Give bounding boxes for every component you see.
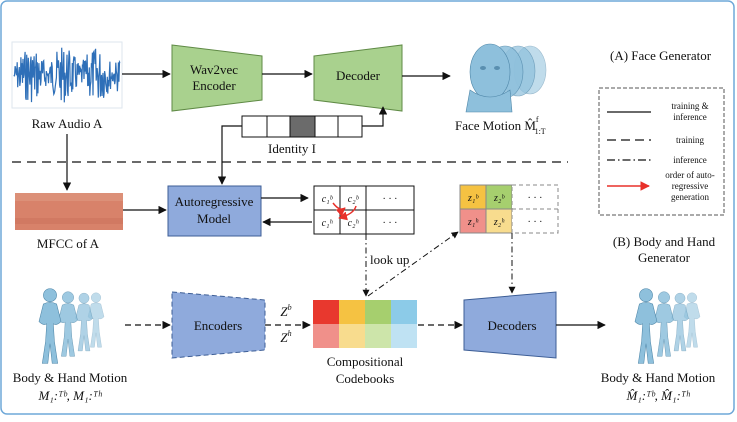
input-motion-label-line2: M₁:ᵀᵇ, M₁:ᵀʰ [37, 388, 102, 403]
z-ellipsis-bottom: · · · [528, 217, 543, 228]
raw-audio-waveform [11, 41, 123, 109]
code-z1h: z₁ʰ [467, 217, 479, 228]
mfcc-feature [15, 193, 123, 230]
mfcc-label: MFCC of A [37, 236, 100, 251]
code-z1b: z₁ᵇ [467, 193, 479, 204]
encoders-block: Encoders [171, 291, 266, 359]
arrow-identity-to-ar [217, 125, 242, 185]
legend-order-line2: regressive [672, 181, 708, 191]
output-motion-label-line2: M̂₁:ᵀᵇ, M̂₁:ᵀʰ [625, 388, 690, 403]
wav2vec-label-line2: Encoder [192, 78, 236, 93]
decoders-label: Decoders [487, 318, 536, 333]
code-ellipsis-bottom: · · · [383, 218, 398, 229]
input-body-motion-figures [38, 288, 105, 364]
raw-audio-label: Raw Audio A [32, 116, 103, 131]
decoders-block: Decoders [463, 291, 557, 359]
arrow-identity-to-decoder [362, 106, 388, 127]
code-c2b: c₂ᵇ [348, 194, 360, 205]
output-motion-label-line1: Body & Hand Motion [601, 370, 716, 385]
code-z2h: z₂ʰ [493, 217, 505, 228]
legend-training: training [676, 135, 704, 145]
legend-order-line1: order of auto- [665, 170, 714, 180]
codebook-label-line1: Compositional [327, 354, 404, 369]
wav2vec-encoder: Wav2vec Encoder [171, 44, 263, 112]
body-generator-title-line2: Generator [638, 250, 691, 265]
legend-inference: inference [673, 155, 706, 165]
ar-label-line2: Model [197, 211, 231, 226]
legend-training-inference-line1: training & [671, 101, 708, 111]
legend-training-inference-line2: inference [673, 112, 706, 122]
code-c1h: c₁ʰ [322, 218, 334, 229]
latent-zb: Zb [280, 303, 291, 319]
compositional-codebooks [313, 300, 417, 348]
look-up-label: look up [370, 252, 409, 267]
autoregressive-model: Autoregressive Model [167, 185, 262, 237]
identity-label: Identity I [268, 141, 316, 156]
face-motion-heads [465, 43, 547, 113]
face-generator-title: (A) Face Generator [610, 48, 712, 63]
arrow-codebook-to-z [367, 231, 459, 297]
latent-zh: Zh [280, 329, 291, 345]
encoders-label: Encoders [194, 318, 242, 333]
code-z2b: z₂ᵇ [493, 193, 505, 204]
body-generator-title-line1: (B) Body and Hand [613, 234, 716, 249]
code-c2h: c₂ʰ [348, 218, 360, 229]
ar-label-line1: Autoregressive [175, 194, 254, 209]
legend-box [598, 87, 725, 216]
identity-vector [241, 115, 363, 138]
z-latent-grid [459, 184, 559, 234]
code-ellipsis-top: · · · [383, 194, 398, 205]
face-decoder: Decoder [313, 44, 403, 112]
input-motion-label-line1: Body & Hand Motion [13, 370, 128, 385]
decoder-label: Decoder [336, 68, 381, 83]
order-arrow-1 [332, 202, 346, 217]
output-body-motion-figures [634, 288, 701, 364]
z-ellipsis-top: · · · [528, 193, 543, 204]
code-c1b: c₁ᵇ [322, 194, 334, 205]
wav2vec-label-line1: Wav2vec [190, 62, 238, 77]
legend-order-line3: generation [671, 192, 709, 202]
order-arrow-2 [338, 205, 357, 221]
codebook-label-line2: Codebooks [336, 371, 395, 386]
